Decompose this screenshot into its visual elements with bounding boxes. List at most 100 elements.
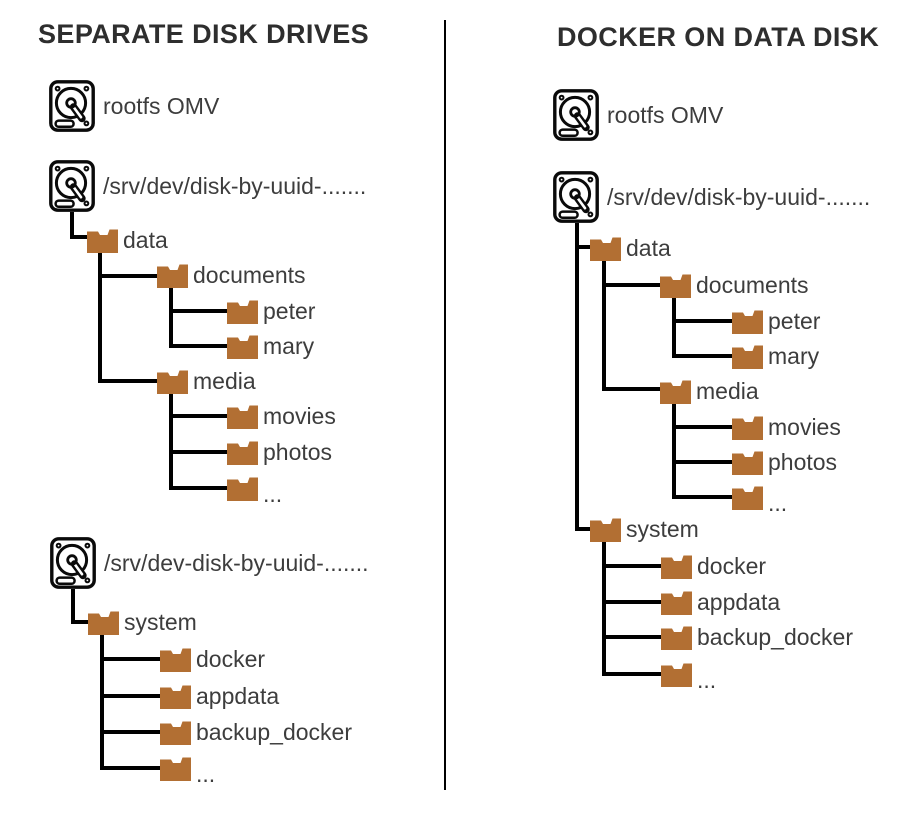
tree-connector — [672, 404, 676, 499]
folder-icon — [661, 662, 692, 687]
folder-row-peter: peter — [227, 299, 315, 324]
folder-icon — [732, 309, 763, 334]
tree-connector — [602, 387, 660, 391]
tree-connector — [672, 495, 732, 499]
tree-connector — [169, 450, 227, 454]
tree-connector — [169, 414, 227, 418]
hard-disk-icon — [553, 89, 599, 141]
folder-label: movies — [768, 414, 841, 440]
folder-label: backup_docker — [697, 624, 853, 650]
folder-icon — [661, 554, 692, 579]
folder-label: ... — [697, 667, 717, 693]
tree-connector — [602, 564, 661, 568]
disk-row-rootfs-left: rootfs OMV — [49, 80, 219, 132]
folder-icon — [660, 273, 691, 298]
folder-icon — [157, 369, 188, 394]
folder-icon — [732, 344, 763, 369]
folder-label: appdata — [196, 683, 280, 709]
tree-connector — [575, 245, 590, 249]
tree-connector — [100, 657, 160, 661]
folder-icon — [732, 450, 763, 475]
tree-connector — [672, 298, 676, 358]
tree-connector — [602, 600, 661, 604]
tree-connector — [169, 394, 173, 490]
tree-connector — [100, 635, 104, 770]
folder-icon — [160, 720, 191, 745]
folder-row-movies: movies — [732, 415, 841, 440]
tree-connector — [602, 283, 660, 287]
folder-label: photos — [263, 439, 333, 465]
folder-label: ... — [263, 481, 283, 507]
folder-label: appdata — [697, 589, 781, 615]
disk-row-system-disk-left: /srv/dev-disk-by-uuid-....... — [50, 537, 369, 589]
folder-row-mary: mary — [732, 344, 819, 369]
folder-icon — [227, 334, 258, 359]
folder-icon — [590, 517, 621, 542]
hard-disk-icon — [49, 160, 95, 212]
folder-label: ... — [196, 761, 216, 787]
tree-connector — [169, 288, 173, 348]
folder-icon — [160, 756, 191, 781]
folder-row-backup-docker: backup_docker — [160, 720, 352, 745]
hard-disk-icon — [49, 80, 95, 132]
folder-row-system: system — [590, 517, 699, 542]
folder-label: backup_docker — [196, 719, 352, 745]
folder-row-mary: mary — [227, 334, 314, 359]
disk-row-data-disk-right: /srv/dev/disk-by-uuid-....... — [553, 171, 870, 223]
folder-icon — [732, 415, 763, 440]
tree-connector — [100, 694, 160, 698]
folder-label: documents — [193, 262, 306, 288]
tree-connector — [602, 542, 606, 676]
tree-connector — [98, 274, 157, 278]
folder-row-appdata: appdata — [160, 684, 279, 709]
folder-row-backup-docker: backup_docker — [661, 625, 853, 650]
tree-connector — [672, 460, 732, 464]
folder-label: photos — [768, 449, 838, 475]
folder-icon — [660, 379, 691, 404]
folder-row-movies: movies — [227, 404, 336, 429]
folder-label: peter — [263, 298, 316, 324]
folder-row-media: media — [660, 379, 759, 404]
folder-icon — [227, 299, 258, 324]
tree-connector — [71, 589, 75, 624]
disk-row-rootfs-right: rootfs OMV — [553, 89, 723, 141]
tree-connector — [602, 635, 661, 639]
folder-icon — [661, 625, 692, 650]
tree-connector — [71, 620, 88, 624]
tree-connector — [169, 486, 227, 490]
folder-row-documents: documents — [157, 263, 306, 288]
tree-connector — [169, 344, 227, 348]
hard-disk-icon — [50, 537, 96, 589]
folder-row-documents: documents — [660, 273, 809, 298]
folder-row-data: data — [590, 236, 671, 261]
folder-label: mary — [263, 333, 315, 359]
disk-label: rootfs OMV — [607, 101, 724, 128]
folder-label: data — [626, 235, 671, 261]
tree-connector — [98, 379, 157, 383]
tree-connector — [70, 212, 74, 239]
tree-connector — [100, 730, 160, 734]
panel-divider-line — [444, 20, 446, 790]
folder-label: movies — [263, 403, 336, 429]
folder-icon — [732, 485, 763, 510]
folder-icon — [160, 684, 191, 709]
tree-connector — [100, 766, 160, 770]
folder-row-media: media — [157, 369, 256, 394]
right-panel-title: DOCKER ON DATA DISK — [557, 22, 880, 52]
folder-row-photos: photos — [732, 450, 837, 475]
folder-row-media-more: ... — [732, 485, 787, 515]
left-panel-title: SEPARATE DISK DRIVES — [38, 19, 370, 49]
folder-icon — [157, 263, 188, 288]
folder-row-appdata: appdata — [661, 590, 780, 615]
tree-connector — [98, 253, 102, 383]
folder-row-docker: docker — [160, 647, 265, 672]
tree-connector — [575, 527, 590, 531]
folder-label: documents — [696, 272, 809, 298]
disk-label: /srv/dev/disk-by-uuid-....... — [607, 183, 871, 210]
folder-label: system — [124, 609, 197, 635]
tree-connector — [602, 672, 661, 676]
folder-label: data — [123, 227, 168, 253]
disk-label: rootfs OMV — [103, 92, 220, 119]
folder-label: media — [696, 378, 759, 404]
folder-row-data: data — [87, 228, 168, 253]
